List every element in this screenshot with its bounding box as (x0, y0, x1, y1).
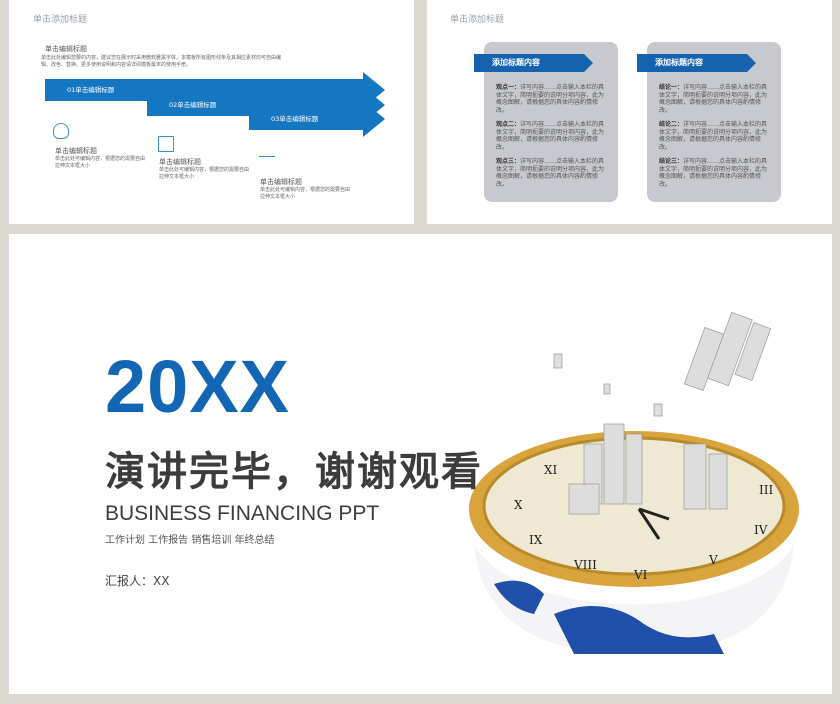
card-viewpoints: 添加标题内容 观点一：详写内容……点击输入本栏的具体文字，简明扼要的说明分项内容… (474, 42, 618, 202)
point: 结论一：详写内容……点击输入本栏的具体文字，简明扼要的说明分项内容，此为概念图解… (659, 84, 768, 114)
slide-main[interactable]: 20XX XI X IX VIII VI V IV III 演讲完毕，谢谢观看 BUSINES… (9, 234, 832, 694)
slide-thumbnail-1[interactable]: 单击添加标题 单击编辑标题 单击此处编辑您要的内容，建议您在展示时采用微软雅黑字… (9, 0, 414, 224)
svg-text:VI: VI (633, 568, 648, 582)
subtitle: BUSINESS FINANCING PPT (105, 502, 380, 525)
point: 观点一：详写内容……点击输入本栏的具体文字，简明扼要的说明分项内容，此为概念图解… (496, 84, 605, 114)
point: 观点二：详写内容……点击输入本栏的具体文字，简明扼要的说明分项内容，此为概念图解… (496, 121, 605, 151)
svg-text:IV: IV (754, 523, 768, 537)
intro-heading: 单击编辑标题 (45, 45, 87, 53)
closing-headline: 演讲完毕，谢谢观看 (105, 449, 483, 495)
svg-text:IX: IX (529, 533, 543, 547)
presentation-board-icon (158, 136, 174, 152)
card-tag: 添加标题内容 (637, 54, 756, 72)
desk-icon (259, 156, 275, 172)
step-3: 单击编辑标题单击此处可编辑内容，根据您的需要自由拉伸文本框大小 (260, 178, 351, 200)
step-1: 单击编辑标题单击此处可编辑内容，根据您的需要自由拉伸文本框大小 (55, 147, 146, 169)
card-tag: 添加标题内容 (474, 54, 593, 72)
clock-city-illustration: XI X IX VIII VI V IV III (469, 311, 799, 654)
arrow-step-3: 03单击编辑标题 (249, 101, 385, 137)
reporter: 汇报人：XX (105, 574, 170, 588)
flask-icon (53, 123, 69, 139)
slide-thumbnail-2[interactable]: 单击添加标题 添加标题内容 观点一：详写内容……点击输入本栏的具体文字，简明扼要… (427, 0, 832, 224)
svg-text:XI: XI (544, 463, 558, 477)
svg-text:X: X (514, 498, 523, 512)
step-2: 单击编辑标题单击此处可编辑内容，根据您的需要自由拉伸文本框大小 (159, 158, 250, 180)
slide-title: 单击添加标题 (450, 15, 505, 25)
topic-tags: 工作计划 工作报告 销售培训 年终总结 (105, 535, 275, 546)
svg-text:III: III (759, 483, 773, 497)
year-title: 20XX (105, 345, 291, 428)
svg-text:V: V (708, 553, 718, 567)
svg-text:VIII: VIII (573, 558, 597, 572)
point: 观点三：详写内容……点击输入本栏的具体文字，简明扼要的说明分项内容，此为概念图解… (496, 158, 605, 188)
intro-text: 单击此处编辑您要的内容，建议您在展示时采用微软雅黑字体，本模板所有图形线条及其相… (41, 55, 282, 68)
card-conclusions: 添加标题内容 结论一：详写内容……点击输入本栏的具体文字，简明扼要的说明分项内容… (637, 42, 781, 202)
point: 结论三：详写内容……点击输入本栏的具体文字，简明扼要的说明分项内容，此为概念图解… (659, 158, 768, 188)
slide-title: 单击添加标题 (33, 15, 88, 25)
point: 结论二：详写内容……点击输入本栏的具体文字，简明扼要的说明分项内容，此为概念图解… (659, 121, 768, 151)
